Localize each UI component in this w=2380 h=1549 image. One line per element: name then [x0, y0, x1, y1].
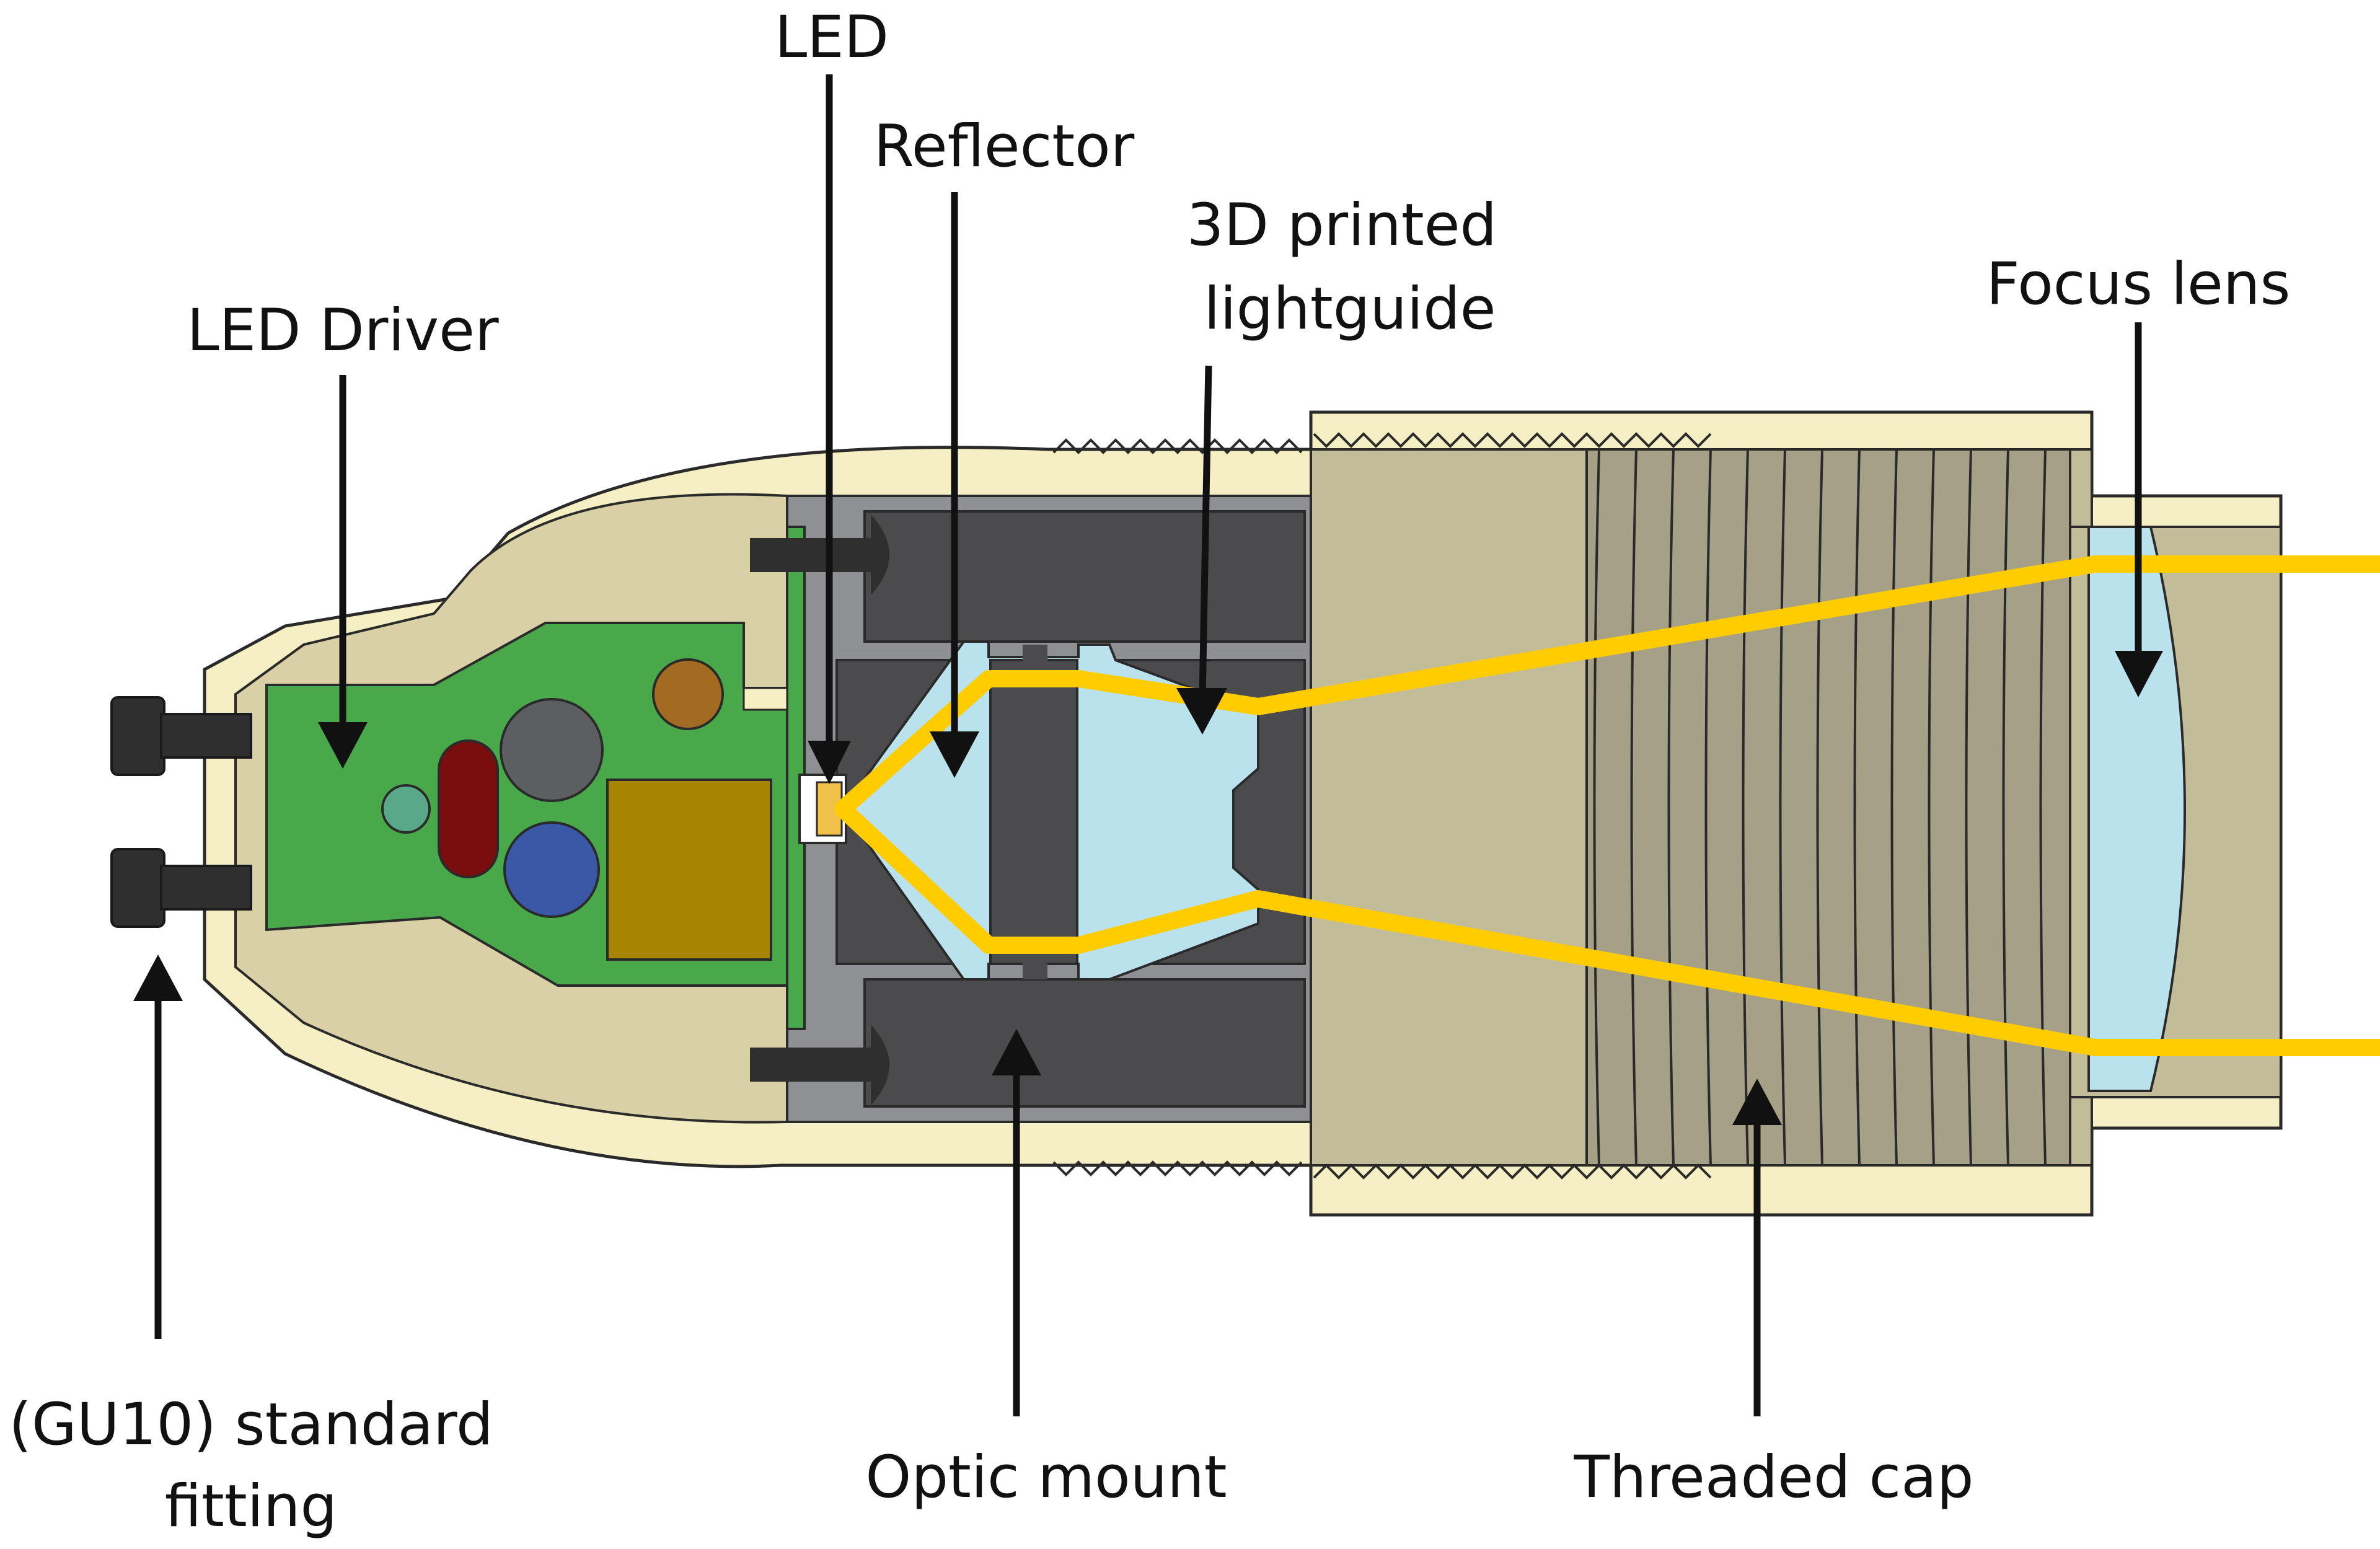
- arrow-led: [808, 74, 851, 784]
- label-lightguide-line1: 3D printed: [1187, 192, 1497, 259]
- cap-thread-teeth-top: [1313, 432, 1712, 448]
- label-led: LED: [775, 4, 889, 71]
- arrow-led-driver: [318, 375, 368, 769]
- component-transformer: [606, 779, 772, 961]
- component-teal-small: [381, 784, 431, 834]
- label-reflector: Reflector: [874, 113, 1135, 180]
- light-beam: [834, 555, 2380, 1056]
- label-led-driver: LED Driver: [187, 297, 499, 364]
- arrow-focus-lens: [2115, 322, 2163, 697]
- arrow-fitting: [133, 955, 183, 1339]
- arrow-optic-mount: [992, 1029, 1041, 1416]
- focus-lens-shape: [2087, 526, 2186, 1092]
- gu10-pins: [110, 696, 252, 928]
- component-red-capacitor: [438, 739, 499, 878]
- reflector-post: [989, 659, 1078, 965]
- mount-screws: [750, 514, 889, 1105]
- cap-thread-lines: [1593, 449, 2047, 1166]
- component-brown: [652, 658, 724, 730]
- cap-thread-region: [1585, 448, 2071, 1167]
- cap-thread-teeth-bottom: [1313, 1163, 1712, 1180]
- arrow-threaded-cap: [1732, 1079, 1782, 1416]
- housing-thread-teeth-bottom: [1052, 1160, 1303, 1176]
- label-fitting-line1: (GU10) standard: [9, 1391, 493, 1459]
- arrow-reflector: [930, 192, 979, 778]
- component-grey-capacitor: [500, 698, 604, 802]
- label-focus-lens: Focus lens: [1986, 250, 2291, 318]
- label-threaded-cap: Threaded cap: [1573, 1444, 1973, 1511]
- pcb-slot: [743, 687, 788, 711]
- label-lightguide-line2: lightguide: [1204, 275, 1496, 343]
- optic-mount-top-block: [863, 510, 1306, 643]
- label-fitting-line2: fitting: [165, 1473, 337, 1540]
- component-blue-capacitor: [503, 821, 600, 918]
- housing-thread-teeth-top: [1052, 438, 1303, 454]
- arrow-lightguide: [1176, 365, 1227, 735]
- reflector-tab-bottom: [1023, 962, 1047, 979]
- reflector-tab-top: [1023, 645, 1047, 662]
- label-optic-mount: Optic mount: [865, 1444, 1227, 1511]
- optic-mount-bottom-block: [863, 978, 1306, 1108]
- led-chip: [816, 781, 843, 837]
